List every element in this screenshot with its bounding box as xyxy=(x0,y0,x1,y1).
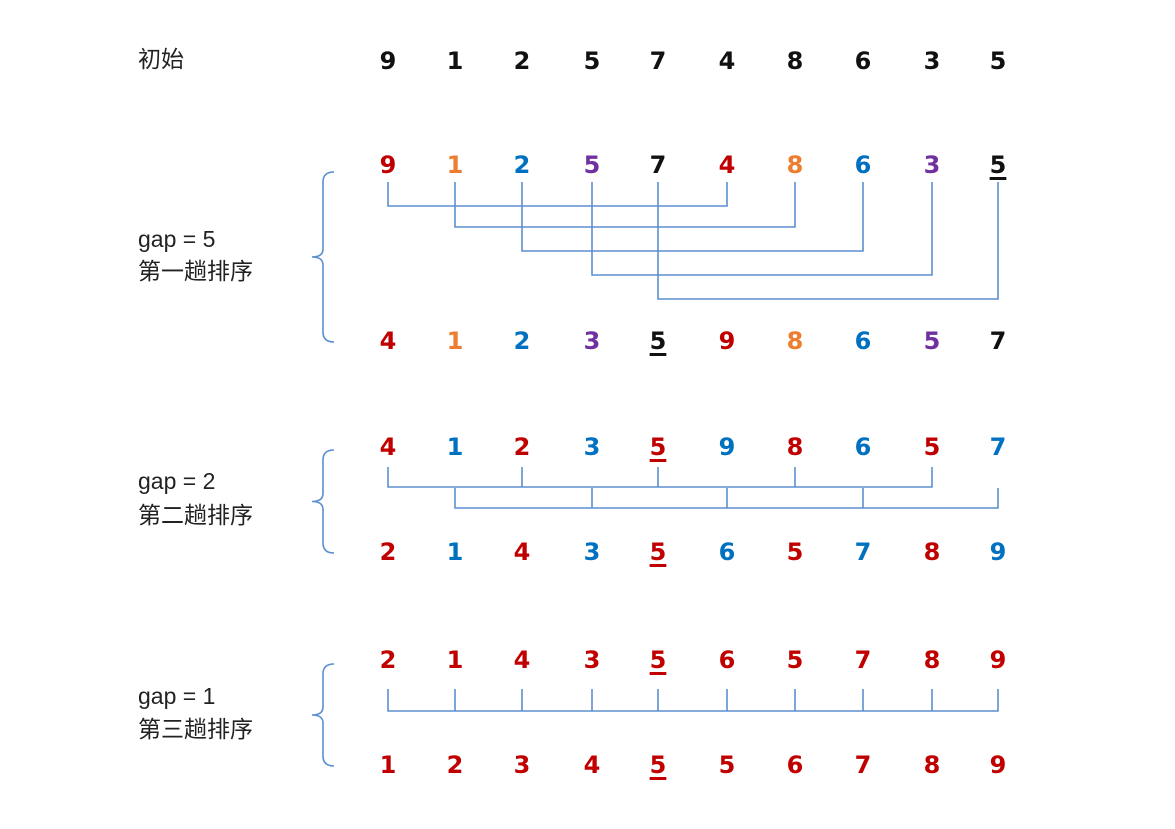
number-pass3-after-1: 2 xyxy=(446,751,464,779)
number-pass1-before-6: 8 xyxy=(786,151,804,179)
number-pass1-before-7: 6 xyxy=(854,151,872,179)
number-initial-3: 5 xyxy=(583,47,601,75)
number-initial-7: 6 xyxy=(854,47,872,75)
number-pass2-before-1: 1 xyxy=(446,433,464,461)
number-pass3-before-5: 6 xyxy=(718,646,736,674)
connector-gap5-2 xyxy=(521,182,864,252)
number-pass1-after-9: 7 xyxy=(989,327,1007,355)
number-pass1-after-0: 4 xyxy=(379,327,397,355)
number-pass2-after-1: 1 xyxy=(446,538,464,566)
number-pass3-after-6: 6 xyxy=(786,751,804,779)
number-pass3-after-3: 4 xyxy=(583,751,601,779)
connector-gap5-0 xyxy=(387,182,728,207)
brace-pass3 xyxy=(311,663,335,767)
number-pass3-after-9: 9 xyxy=(989,751,1007,779)
number-pass1-before-3: 5 xyxy=(583,151,601,179)
brace-pass2 xyxy=(311,449,335,554)
number-pass1-before-1: 1 xyxy=(446,151,464,179)
label-pass3-gap: gap = 1 xyxy=(138,683,216,709)
number-pass3-before-2: 4 xyxy=(513,646,531,674)
number-initial-6: 8 xyxy=(786,47,804,75)
number-pass2-after-9: 9 xyxy=(989,538,1007,566)
number-pass2-after-0: 2 xyxy=(379,538,397,566)
number-pass1-after-3: 3 xyxy=(583,327,601,355)
number-pass1-before-9: 5 xyxy=(989,151,1007,179)
number-pass1-after-4: 5 xyxy=(649,327,667,355)
number-pass3-before-3: 3 xyxy=(583,646,601,674)
number-pass1-after-5: 9 xyxy=(718,327,736,355)
number-pass1-before-5: 4 xyxy=(718,151,736,179)
number-pass2-before-0: 4 xyxy=(379,433,397,461)
number-pass2-after-6: 5 xyxy=(786,538,804,566)
number-initial-2: 2 xyxy=(513,47,531,75)
number-pass3-after-0: 1 xyxy=(379,751,397,779)
number-pass2-before-7: 6 xyxy=(854,433,872,461)
number-pass1-after-8: 5 xyxy=(923,327,941,355)
label-initial: 初始 xyxy=(138,46,184,72)
number-pass3-before-8: 8 xyxy=(923,646,941,674)
connector-gap5-4 xyxy=(657,182,999,300)
number-initial-4: 7 xyxy=(649,47,667,75)
number-pass3-before-9: 9 xyxy=(989,646,1007,674)
number-pass2-after-2: 4 xyxy=(513,538,531,566)
number-initial-1: 1 xyxy=(446,47,464,75)
number-pass3-before-4: 5 xyxy=(649,646,667,674)
number-pass1-before-4: 7 xyxy=(649,151,667,179)
number-pass2-after-5: 6 xyxy=(718,538,736,566)
number-pass1-after-7: 6 xyxy=(854,327,872,355)
connector-gap5-3 xyxy=(591,182,933,276)
label-pass3-name: 第三趟排序 xyxy=(138,716,253,742)
number-initial-0: 9 xyxy=(379,47,397,75)
number-pass3-before-6: 5 xyxy=(786,646,804,674)
number-pass3-before-7: 7 xyxy=(854,646,872,674)
number-pass3-after-8: 8 xyxy=(923,751,941,779)
number-pass1-after-1: 1 xyxy=(446,327,464,355)
number-pass2-before-4: 5 xyxy=(649,433,667,461)
number-pass2-after-4: 5 xyxy=(649,538,667,566)
number-pass3-after-4: 5 xyxy=(649,751,667,779)
number-pass2-before-8: 5 xyxy=(923,433,941,461)
connector-gap1-base xyxy=(387,689,999,712)
label-pass1-gap: gap = 5 xyxy=(138,226,216,252)
number-pass3-after-5: 5 xyxy=(718,751,736,779)
number-initial-8: 3 xyxy=(923,47,941,75)
number-pass2-before-9: 7 xyxy=(989,433,1007,461)
number-pass1-after-6: 8 xyxy=(786,327,804,355)
label-pass1-name: 第一趟排序 xyxy=(138,258,253,284)
number-pass2-before-6: 8 xyxy=(786,433,804,461)
connector-gap2-0-base xyxy=(387,467,933,488)
number-pass2-before-5: 9 xyxy=(718,433,736,461)
number-pass3-before-1: 1 xyxy=(446,646,464,674)
connector-gap5-1 xyxy=(454,182,796,228)
number-initial-5: 4 xyxy=(718,47,736,75)
number-pass2-after-8: 8 xyxy=(923,538,941,566)
number-pass2-before-3: 3 xyxy=(583,433,601,461)
number-pass2-before-2: 2 xyxy=(513,433,531,461)
number-initial-9: 5 xyxy=(989,47,1007,75)
label-pass2-name: 第二趟排序 xyxy=(138,502,253,528)
number-pass3-after-7: 7 xyxy=(854,751,872,779)
number-pass1-after-2: 2 xyxy=(513,327,531,355)
number-pass1-before-0: 9 xyxy=(379,151,397,179)
number-pass2-after-7: 7 xyxy=(854,538,872,566)
number-pass2-after-3: 3 xyxy=(583,538,601,566)
number-pass3-before-0: 2 xyxy=(379,646,397,674)
label-pass2-gap: gap = 2 xyxy=(138,468,216,494)
brace-pass1 xyxy=(311,171,335,343)
number-pass1-before-2: 2 xyxy=(513,151,531,179)
number-pass1-before-8: 3 xyxy=(923,151,941,179)
number-pass3-after-2: 3 xyxy=(513,751,531,779)
